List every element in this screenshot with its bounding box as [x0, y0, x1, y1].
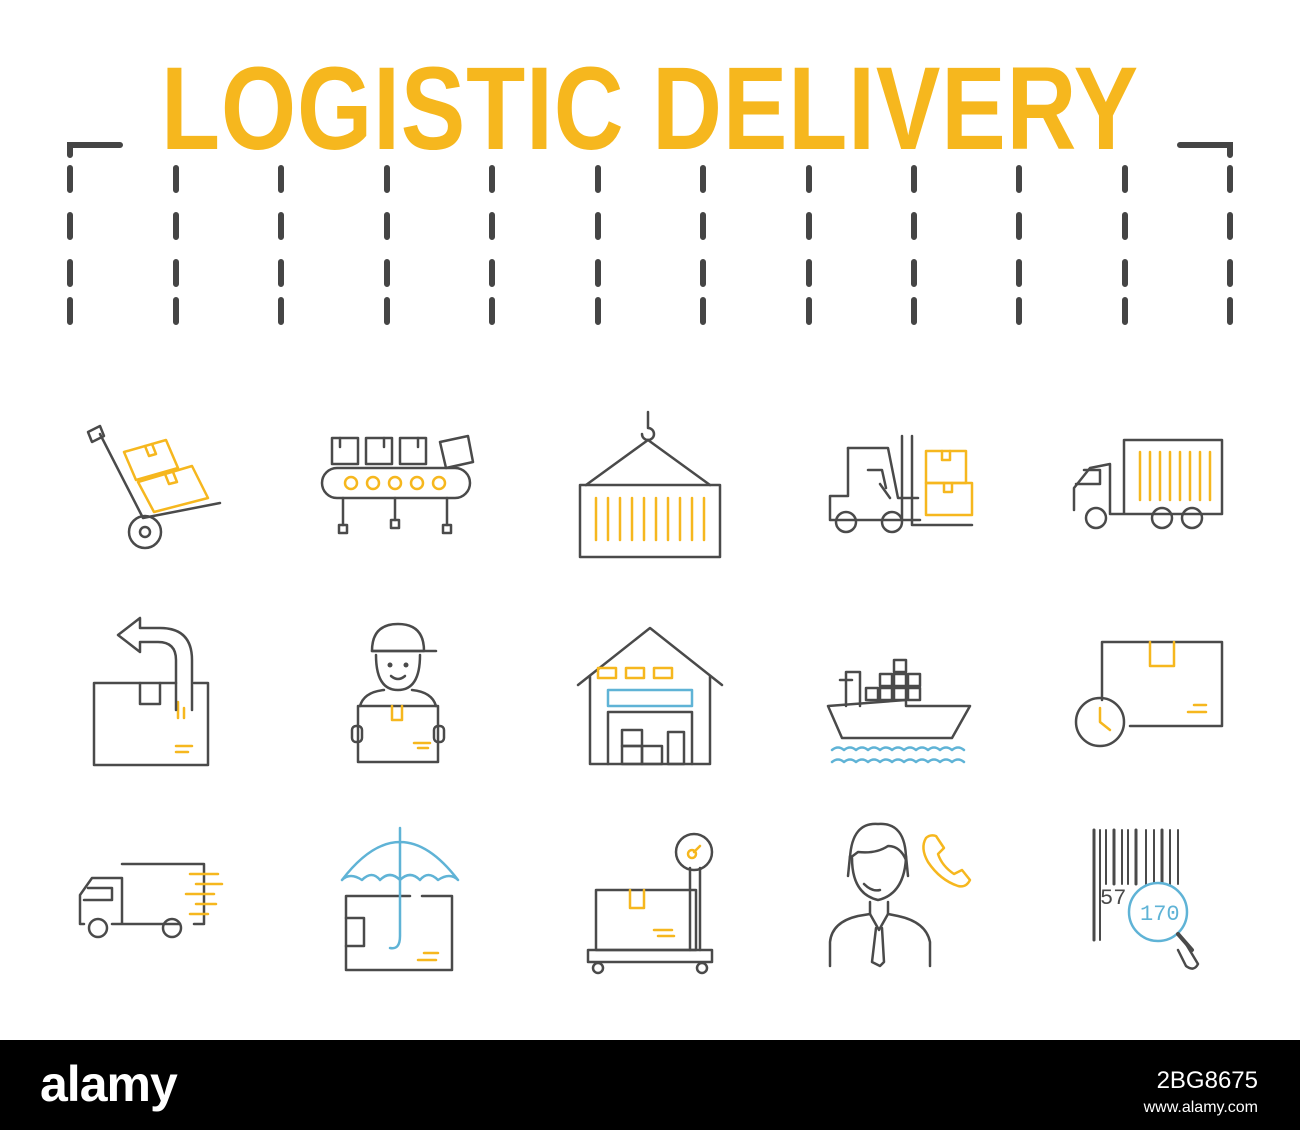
- frame-drops: [67, 165, 1233, 325]
- ship-container-box: [892, 672, 908, 688]
- courier-holding-box-icon: [350, 622, 446, 764]
- brand-logo: alamy: [40, 1056, 178, 1112]
- forklift-boxes-icon: [828, 434, 974, 534]
- footer-bar: alamy 2BG8675 www.alamy.com: [0, 1040, 1300, 1130]
- return-package-icon: [92, 616, 210, 767]
- insured-package-umbrella-icon: [340, 826, 460, 972]
- ship-container-box: [878, 686, 894, 702]
- fast-delivery-truck-icon: [78, 862, 224, 939]
- ship-container-box: [906, 672, 922, 688]
- hand-truck-boxes-icon: [86, 424, 222, 550]
- warehouse-icon: [576, 626, 724, 766]
- barcode-digits-right: 170: [1140, 902, 1180, 927]
- customer-support-agent-icon: [828, 822, 972, 968]
- image-id: 2BG8675: [1156, 1067, 1258, 1094]
- cargo-ship-icon: [826, 658, 972, 764]
- icon-set-canvas: 57 170: [67, 142, 1233, 975]
- page-title: LOGISTIC DELIVERY: [160, 43, 1140, 175]
- ship-container-box: [892, 658, 908, 674]
- ship-container-box: [878, 672, 894, 688]
- delivery-time-box-icon: [1074, 640, 1224, 748]
- ship-container-box: [906, 686, 922, 702]
- dashed-frame: [67, 142, 1233, 325]
- crane-container-icon: [578, 410, 722, 559]
- ship-container-box: [864, 686, 880, 702]
- parcel-weighing-scale-icon: [586, 832, 714, 975]
- ship-container-box: [892, 686, 908, 702]
- site-url: www.alamy.com: [1143, 1099, 1258, 1116]
- barcode-search-icon: 57 170: [1092, 828, 1200, 970]
- frame-left-corner: [67, 142, 123, 158]
- frame-right-corner: [1177, 142, 1233, 158]
- barcode-digits-left: 57: [1100, 886, 1126, 911]
- container-truck-icon: [1072, 438, 1224, 530]
- conveyor-belt-boxes-icon: [320, 434, 475, 535]
